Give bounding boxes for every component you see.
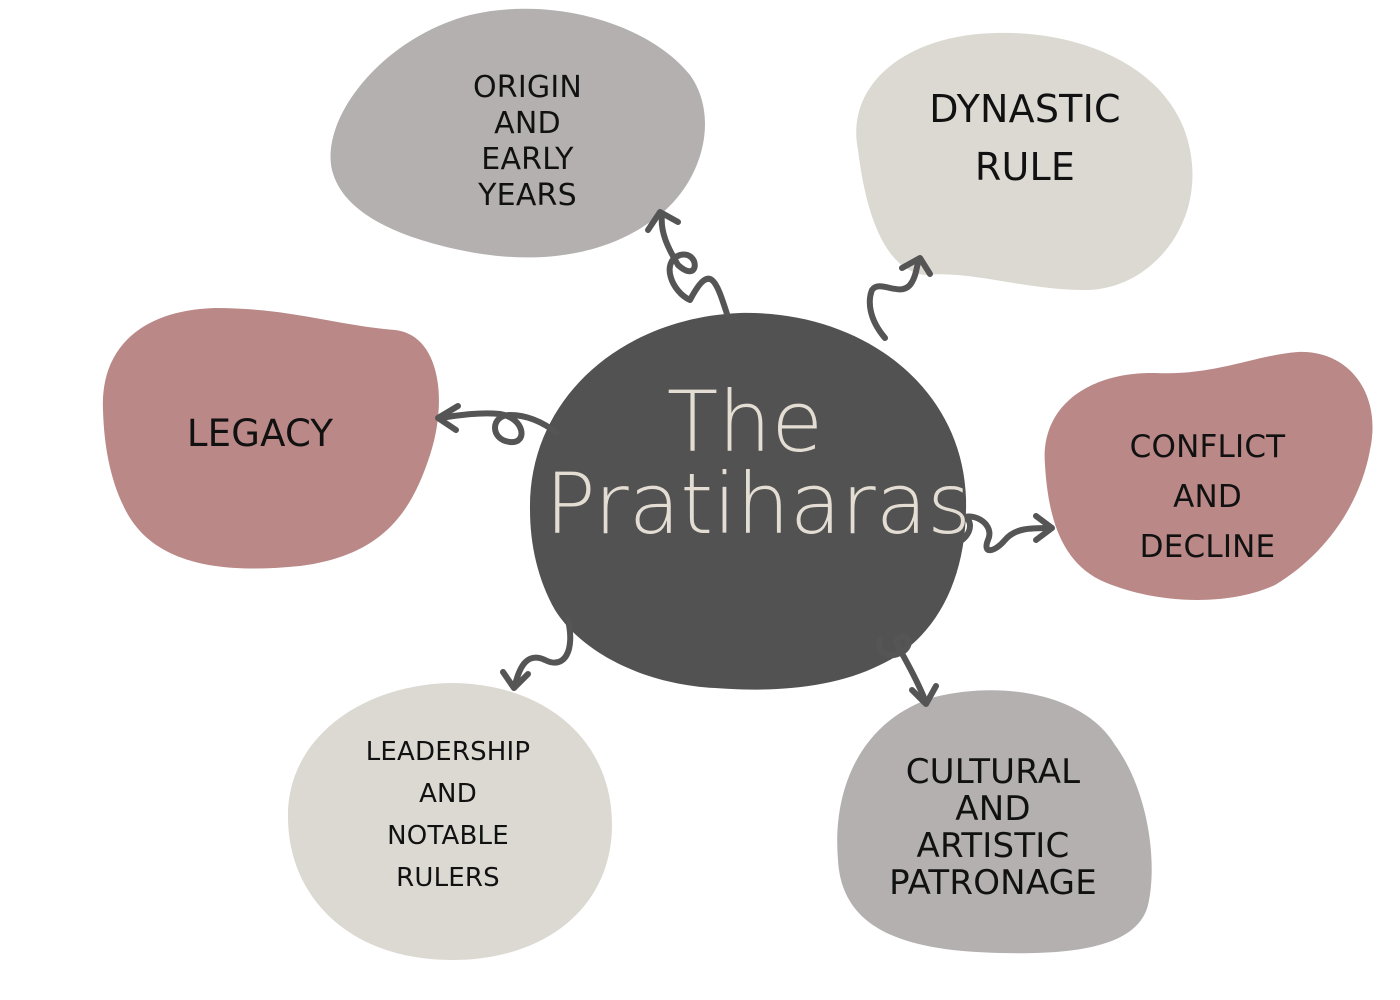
node-cultural-line: PATRONAGE	[889, 863, 1097, 903]
node-origin-line: EARLY	[481, 142, 574, 177]
arrowhead-conflict	[1033, 513, 1055, 543]
node-leadership-label: LEADERSHIP AND NOTABLE RULERS	[348, 731, 548, 899]
arrowhead-dynastic	[899, 255, 933, 277]
arrow-legacy	[437, 410, 560, 446]
node-conflict-label: CONFLICT AND DECLINE	[1110, 422, 1305, 572]
center-title: The Pratiharas	[545, 373, 971, 553]
center-title-line1: The	[666, 373, 824, 471]
node-cultural-line: CULTURAL	[905, 752, 1081, 792]
arrow-cultural	[876, 633, 928, 703]
center-circle	[529, 312, 967, 690]
node-leadership-line: NOTABLE	[387, 821, 509, 851]
node-origin-line: YEARS	[478, 178, 577, 213]
blob-leadership	[287, 683, 612, 960]
arrow-leadership	[512, 617, 574, 688]
arrow-origin	[658, 212, 730, 317]
center-title-line2: Pratiharas	[545, 455, 971, 553]
blob-dynastic	[856, 32, 1193, 290]
blob-origin	[330, 8, 705, 258]
node-cultural-label: CULTURAL AND ARTISTIC PATRONAGE	[878, 754, 1108, 902]
node-leadership-line: AND	[419, 779, 477, 809]
arrowhead-origin	[645, 209, 681, 233]
node-legacy-label: LEGACY	[160, 412, 360, 456]
node-conflict-line: DECLINE	[1139, 529, 1276, 565]
node-origin-label: ORIGIN AND EARLY YEARS	[440, 70, 615, 214]
blob-conflict	[1044, 351, 1373, 600]
node-dynastic-line: RULE	[974, 145, 1076, 189]
node-dynastic-line: DYNASTIC	[929, 87, 1121, 131]
blob-cultural	[837, 690, 1152, 954]
arrow-dynastic	[866, 259, 923, 341]
node-origin-line: ORIGIN	[472, 70, 583, 105]
arrowhead-leadership	[500, 669, 531, 691]
node-origin-line: AND	[494, 106, 561, 141]
node-legacy-line: LEGACY	[186, 412, 334, 455]
node-cultural-line: ARTISTIC	[916, 826, 1070, 866]
arrowhead-cultural	[909, 683, 939, 707]
node-cultural-line: AND	[955, 789, 1031, 829]
arrowhead-legacy	[435, 403, 461, 433]
blob-legacy	[102, 308, 439, 569]
node-leadership-line: RULERS	[396, 863, 500, 893]
node-conflict-line: AND	[1173, 479, 1242, 515]
arrow-conflict	[959, 513, 1053, 554]
node-dynastic-label: DYNASTIC RULE	[905, 80, 1145, 196]
node-leadership-line: LEADERSHIP	[365, 737, 531, 767]
node-conflict-line: CONFLICT	[1129, 429, 1286, 465]
